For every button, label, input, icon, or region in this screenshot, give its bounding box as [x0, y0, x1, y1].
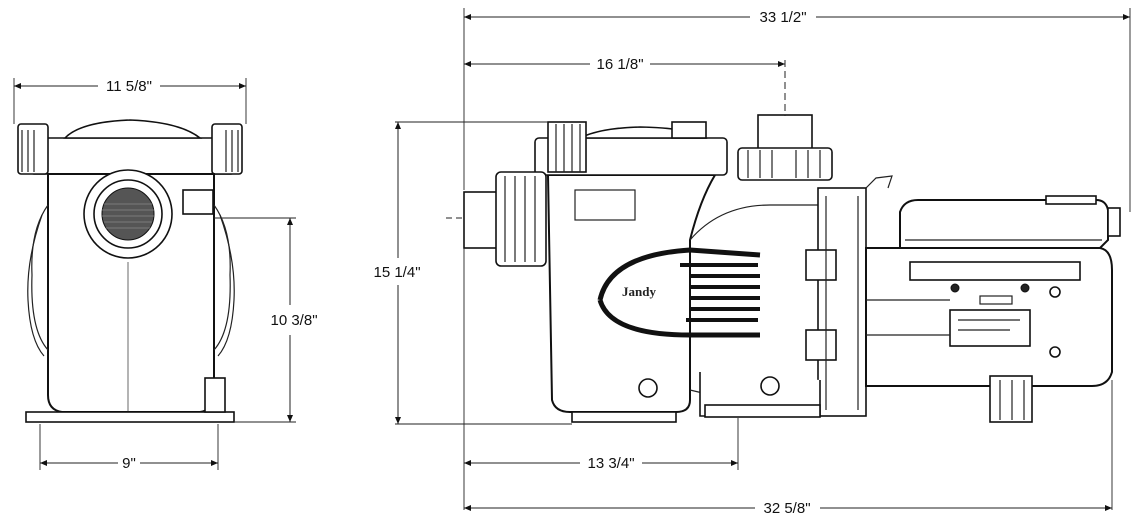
- side-view: Jandy: [395, 8, 1131, 510]
- dimension-labels: 11 5/8" 9" 10 3/8" 15 1/4" 33 1/2" 16 1/…: [106, 9, 810, 517]
- dim-side-top-overall: 33 1/2": [759, 9, 806, 26]
- brand-logo-text: Jandy: [622, 284, 656, 299]
- dim-side-total-height: 15 1/4": [373, 264, 420, 281]
- dim-side-discharge-offset: 16 1/8": [596, 56, 643, 73]
- dimension-lines: [14, 14, 1130, 511]
- dim-side-mount-offset: 13 3/4": [587, 455, 634, 472]
- dim-front-base-width: 9": [122, 455, 136, 472]
- dim-front-inlet-height: 10 3/8": [270, 312, 317, 329]
- front-view: [13, 78, 296, 470]
- dim-front-width-top: 11 5/8": [106, 78, 152, 95]
- dim-side-bottom-overall: 32 5/8": [763, 500, 810, 517]
